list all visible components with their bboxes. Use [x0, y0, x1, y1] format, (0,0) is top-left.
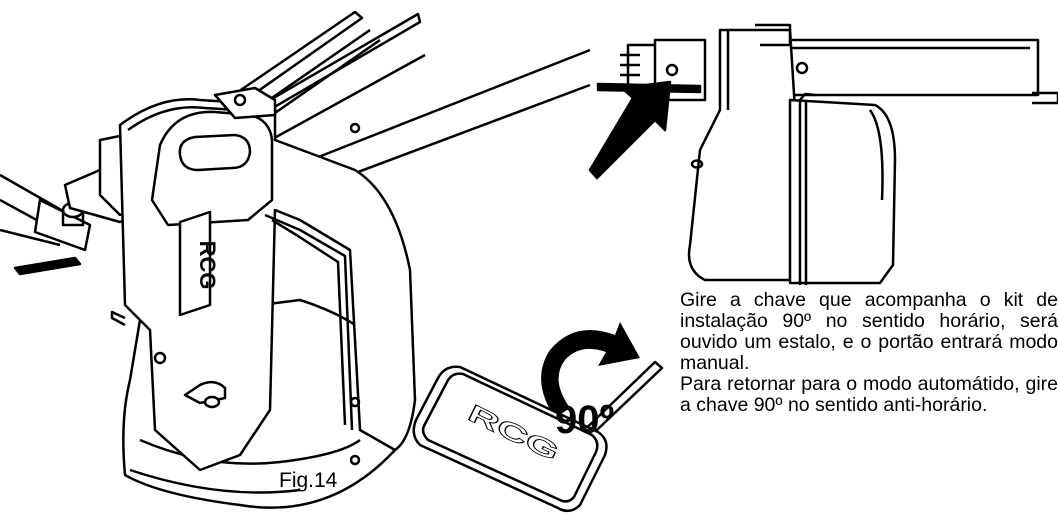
side-view-illustration — [588, 23, 1058, 285]
gate-motor-illustration: RCG — [0, 10, 591, 509]
rotation-arrow-icon — [541, 322, 640, 418]
housing-logo-text: RCG — [195, 241, 220, 290]
figure-caption: Fig.14 — [279, 469, 338, 492]
motor-arm — [0, 173, 92, 276]
instructions-paragraph-2: Para retornar para o modo automátido, gi… — [680, 373, 1058, 416]
motor-housing: RCG — [110, 86, 417, 509]
key-illustration: RCG — [412, 360, 664, 513]
instructions-text: Gire a chave que acompanha o kit de inst… — [680, 290, 1058, 416]
instructions-paragraph-1: Gire a chave que acompanha o kit de inst… — [680, 289, 1058, 374]
rotation-label: 90º — [555, 398, 615, 442]
pointer-arrow — [588, 80, 672, 180]
